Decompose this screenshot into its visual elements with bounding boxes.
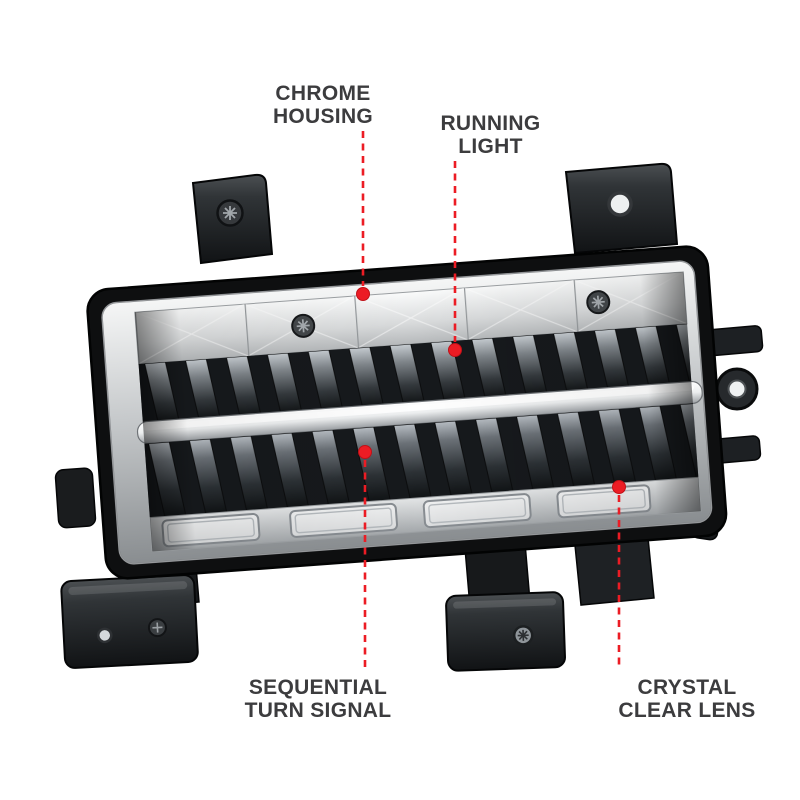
lens-vignette [134, 271, 701, 552]
foot-hole [97, 627, 113, 644]
callout-text-line1: RUNNING [440, 112, 541, 135]
lamp-housing [86, 245, 728, 580]
bezel-highlight [101, 260, 713, 565]
callout-text-line2: LIGHT [458, 135, 523, 158]
callout-text-line2: CLEAR LENS [618, 699, 756, 722]
screw-icon [147, 618, 167, 638]
side-tab-left [54, 467, 97, 529]
callout-text-line1: CRYSTAL [637, 676, 737, 699]
grommet-hole [727, 379, 747, 399]
bracket-hole [607, 191, 633, 217]
callout-dot-chrome-housing [356, 287, 370, 301]
callout-lines [361, 131, 621, 670]
callout-text-line1: SEQUENTIAL [248, 676, 388, 699]
callout-text-line2: TURN SIGNAL [244, 699, 392, 722]
callout-label-chrome-housing: CHROME HOUSING [248, 82, 398, 128]
callout-dot-running-light [448, 343, 462, 357]
callout-text-line2: HOUSING [272, 105, 374, 128]
callout-text-line1: CHROME [275, 82, 371, 105]
top-bracket-left [191, 173, 274, 265]
callout-label-crystal-clear-lens: CRYSTAL CLEAR LENS [598, 676, 776, 722]
callout-label-running-light: RUNNING LIGHT [428, 112, 553, 158]
callout-label-sequential-turn-signal: SEQUENTIAL TURN SIGNAL [228, 676, 408, 722]
screw-icon [512, 625, 534, 646]
mounting-foot-left [60, 574, 199, 669]
top-bracket-right [564, 162, 679, 255]
callout-dot-crystal-clear-lens [612, 480, 626, 494]
callout-dots [356, 287, 626, 494]
callout-dot-sequential-turn-signal [358, 445, 372, 459]
screw-icon [216, 199, 244, 227]
mounting-foot-center [445, 591, 566, 672]
